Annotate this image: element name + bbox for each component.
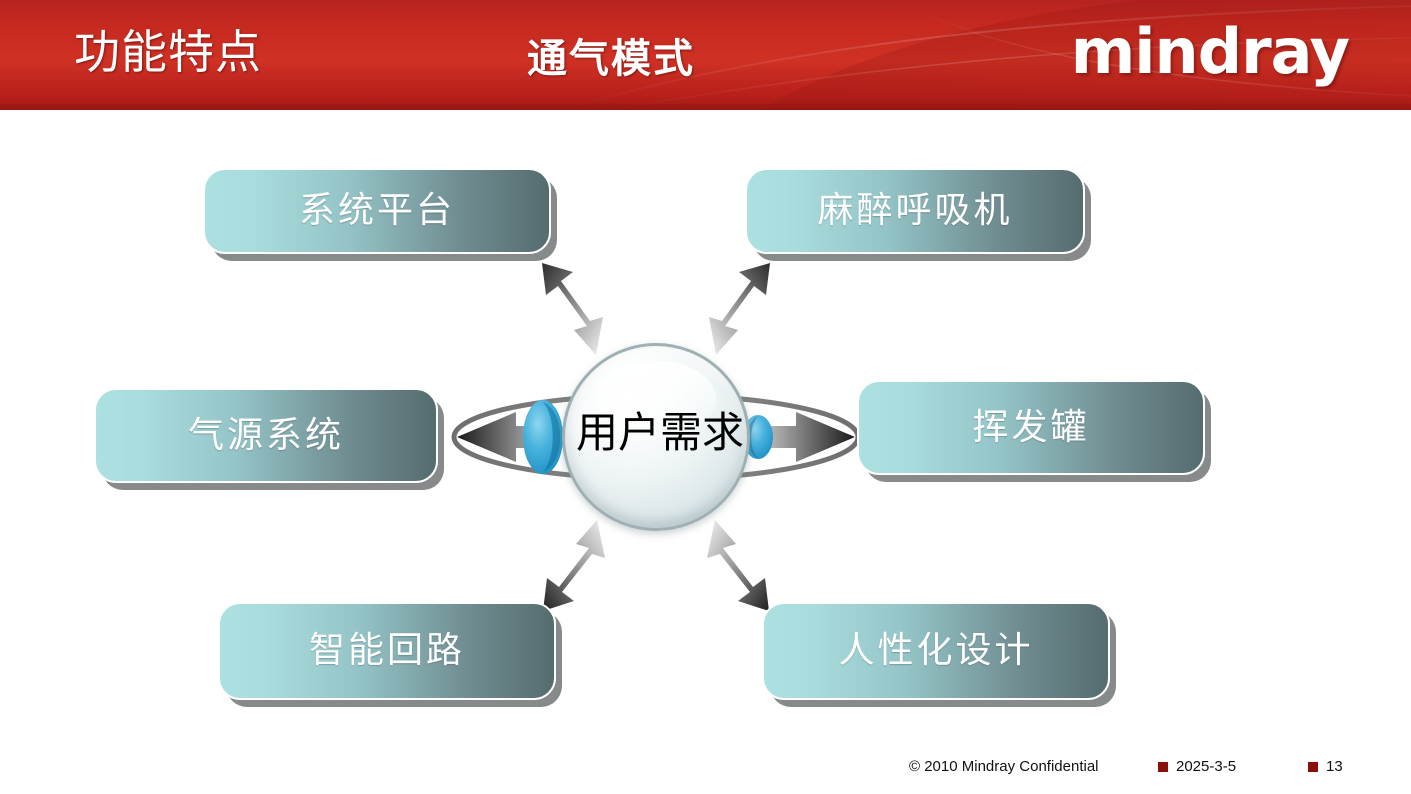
orbit-node-right (743, 415, 773, 459)
node-box-system-platform[interactable]: 系统平台 (203, 168, 551, 254)
slide-footer: © 2010 Mindray Confidential 2025-3-5 13 (0, 750, 1411, 794)
node-box-gas-supply-system[interactable]: 气源系统 (94, 388, 438, 483)
node-box-humanized-design[interactable]: 人性化设计 (762, 602, 1110, 700)
node-label: 系统平台 (298, 190, 455, 231)
footer-page-group: 13 (1308, 757, 1343, 777)
arrow-hub-to-top-left (542, 263, 603, 355)
node-box-intelligent-circuit[interactable]: 智能回路 (218, 602, 556, 700)
node-label: 人性化设计 (838, 630, 1034, 671)
node-box-vaporizer[interactable]: 挥发罐 (857, 380, 1205, 475)
node-label: 挥发罐 (972, 406, 1090, 448)
mindray-logo: mindray (1070, 15, 1350, 88)
footer-copyright: © 2010 Mindray Confidential (909, 758, 1099, 775)
arrow-hub-to-mid-right (734, 412, 855, 462)
node-label: 麻醉呼吸机 (817, 190, 1013, 231)
header-swoosh-decoration (0, 0, 1411, 110)
arrow-hub-to-bottom-left (543, 520, 605, 611)
node-label: 智能回路 (308, 630, 465, 671)
node-box-anesthesia-ventilator[interactable]: 麻醉呼吸机 (745, 168, 1085, 254)
slide-subtitle: 通气模式 (527, 35, 695, 82)
arrow-hub-to-mid-left (457, 412, 578, 462)
slide-header: 功能特点 通气模式 mindray (0, 0, 1411, 110)
node-label: 气源系统 (187, 414, 344, 456)
arrow-hub-to-bottom-right (707, 520, 769, 611)
orbit-node-left (523, 400, 563, 474)
footer-page-number: 13 (1326, 758, 1343, 775)
footer-date: 2025-3-5 (1176, 758, 1237, 775)
square-bullet-icon (1158, 762, 1168, 772)
center-hub-label: 用户需求 (575, 408, 744, 457)
slide-title: 功能特点 (74, 25, 262, 79)
diagram-stage: 系统平台 麻醉呼吸机 气源系统 挥发罐 智能回路 人性化设计 用户需求 (0, 110, 1411, 750)
diagram-connectors (451, 263, 861, 611)
square-bullet-icon (1308, 762, 1318, 772)
footer-date-group: 2025-3-5 (1158, 757, 1236, 777)
arrow-hub-to-top-right (709, 263, 770, 355)
